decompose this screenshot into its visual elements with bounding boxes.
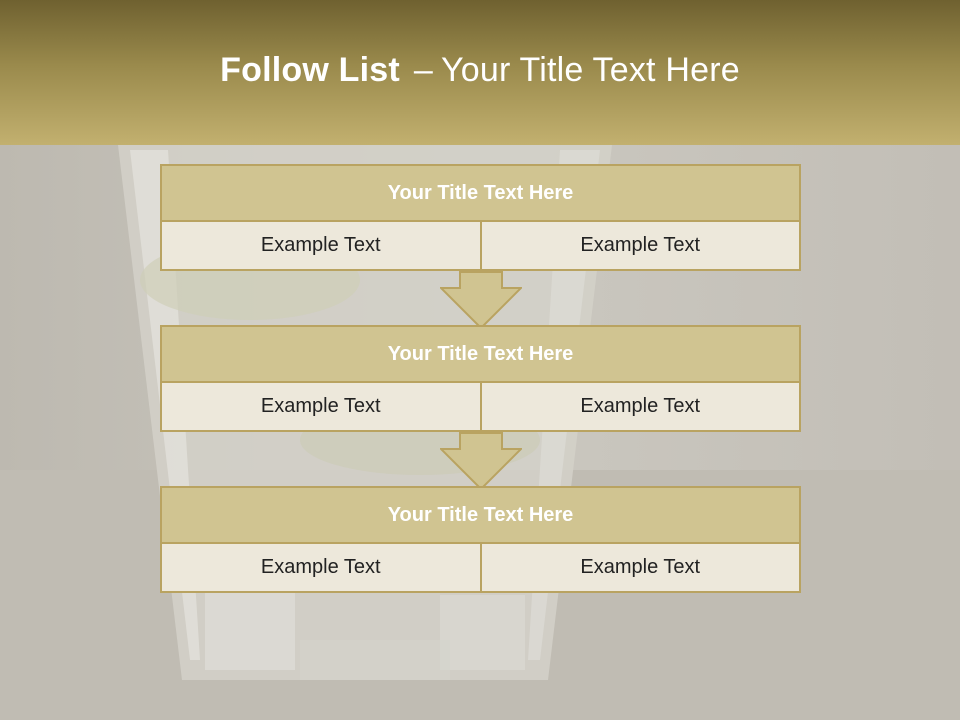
step-cell-left: Example Text <box>260 556 381 578</box>
title-separator: – <box>413 51 434 89</box>
step-row: Example Text Example Text <box>162 222 799 269</box>
step-title: Your Title Text Here <box>162 327 799 383</box>
step-cell-left: Example Text <box>260 234 381 256</box>
down-arrow-icon <box>440 271 522 329</box>
title-rest-part: Your Title Text Here <box>441 51 740 89</box>
step-cell-left: Example Text <box>260 395 381 417</box>
step-box-2: Your Title Text Here Example Text Exampl… <box>160 325 801 432</box>
step-row: Example Text Example Text <box>162 544 799 591</box>
step-row: Example Text Example Text <box>162 383 799 430</box>
title-bold-part: Follow List <box>220 51 400 89</box>
slide-title: Follow List–Your Title Text Here <box>220 51 740 90</box>
step-cell-right: Example Text <box>479 544 800 591</box>
slide-header: Follow List–Your Title Text Here <box>0 0 960 145</box>
step-box-1: Your Title Text Here Example Text Exampl… <box>160 164 801 271</box>
step-title: Your Title Text Here <box>162 488 799 544</box>
step-cell-right: Example Text <box>479 222 800 269</box>
down-arrow-icon <box>440 432 522 490</box>
step-title: Your Title Text Here <box>162 166 799 222</box>
step-cell-right: Example Text <box>479 383 800 430</box>
step-box-3: Your Title Text Here Example Text Exampl… <box>160 486 801 593</box>
